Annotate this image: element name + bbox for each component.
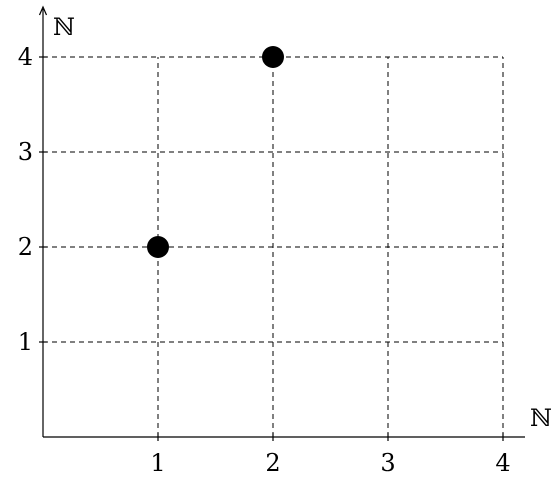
y-tick-label: 4 [18, 43, 33, 71]
axes [38, 5, 525, 438]
x-tick-label: 4 [495, 449, 510, 477]
y-tick-label: 3 [18, 138, 33, 166]
ticks: 1 2 3 4 1 2 3 4 [18, 43, 511, 477]
y-tick-label: 1 [18, 328, 33, 356]
x-tick-label: 3 [380, 449, 395, 477]
x-tick-label: 2 [265, 449, 280, 477]
y-tick-label: 2 [18, 233, 33, 261]
data-point [147, 236, 169, 258]
x-axis-label: ℕ [530, 404, 552, 432]
x-tick-label: 1 [150, 449, 165, 477]
grid [43, 56, 504, 437]
data-points [147, 46, 284, 258]
y-axis-label: ℕ [53, 13, 75, 41]
data-point [262, 46, 284, 68]
y-axis-arrow-icon [38, 5, 48, 16]
